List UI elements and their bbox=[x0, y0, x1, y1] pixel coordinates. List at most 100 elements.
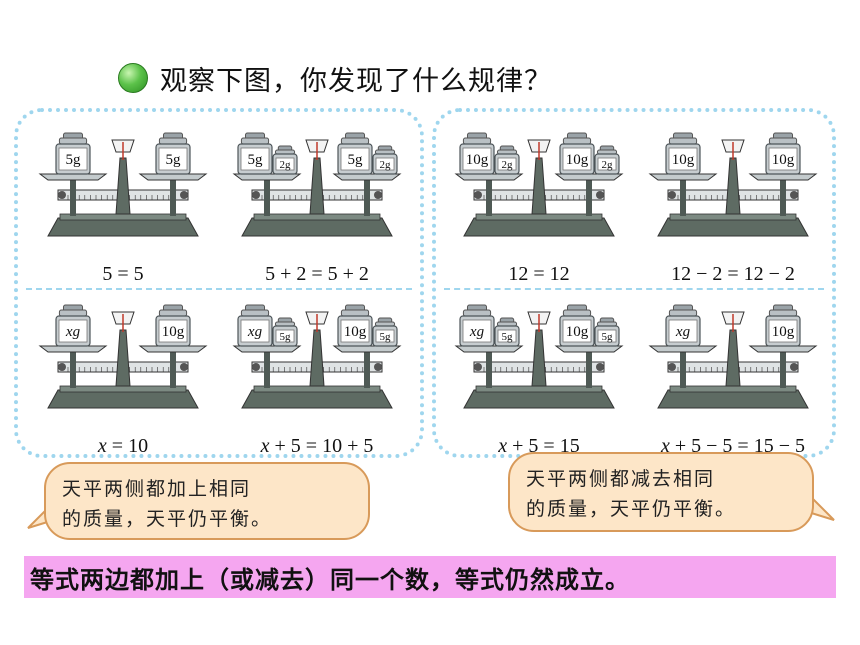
balance-scale-illustration: 10g 2g 10g 2g bbox=[454, 132, 624, 237]
weight-block: xg bbox=[237, 304, 273, 347]
scale-pan-left bbox=[232, 345, 302, 353]
weight-label: 2g bbox=[602, 159, 614, 171]
scale-base-top bbox=[475, 385, 603, 393]
bubble-line: 的质量，天平仍平衡。 bbox=[62, 508, 273, 530]
scale-post bbox=[586, 176, 592, 216]
scale-pan-right bbox=[748, 345, 818, 353]
scale-post bbox=[364, 348, 370, 388]
speech-bubble-right: 天平两侧都减去相同 的质量，天平仍平衡。 bbox=[508, 452, 814, 532]
scale-center-column bbox=[725, 157, 741, 215]
scale-post bbox=[170, 176, 176, 216]
scale-post bbox=[780, 348, 786, 388]
equation: x + 5 − 5 = 15 − 5 bbox=[660, 435, 805, 457]
balance-cell: xg 10g x = 10 bbox=[28, 290, 218, 460]
scale-pan-right bbox=[748, 173, 818, 181]
panel-divider bbox=[26, 288, 412, 290]
weight-block: 10g bbox=[559, 132, 595, 175]
title-row: 观察下图，你发现了什么规律？ bbox=[118, 56, 552, 100]
beam-knob bbox=[474, 191, 482, 199]
equation: 5 + 2 = 5 + 2 bbox=[265, 263, 369, 285]
beam-knob bbox=[790, 191, 798, 199]
weight-block: 5g bbox=[372, 317, 398, 347]
scale-pan-right bbox=[138, 173, 208, 181]
beam-knob bbox=[790, 363, 798, 371]
scale-post bbox=[680, 176, 686, 216]
bubble-line: 的质量，天平仍平衡。 bbox=[526, 498, 737, 520]
bubble-line: 天平两侧都减去相同 bbox=[526, 468, 716, 490]
weight-block: 5g bbox=[337, 132, 373, 175]
weight-block: 5g bbox=[594, 317, 620, 347]
weight-block: 5g bbox=[55, 132, 91, 175]
scale-base-top bbox=[669, 385, 797, 393]
scale-center-column bbox=[531, 157, 547, 215]
scale-pan-left bbox=[232, 173, 302, 181]
scale-pan-left bbox=[38, 173, 108, 181]
beam-knob bbox=[252, 191, 260, 199]
equation: x + 5 = 10 + 5 bbox=[260, 435, 374, 457]
beam-knob bbox=[180, 363, 188, 371]
beam-knob bbox=[58, 363, 66, 371]
beam-knob bbox=[374, 363, 382, 371]
weight-label: 5g bbox=[502, 331, 514, 343]
scale-center-column bbox=[309, 329, 325, 387]
scale-pan-left bbox=[38, 345, 108, 353]
scale-base bbox=[241, 217, 393, 237]
weight-label: xg bbox=[469, 324, 485, 340]
weight-block: 10g bbox=[765, 304, 801, 347]
beam-knob bbox=[596, 363, 604, 371]
equation: x = 10 bbox=[97, 435, 149, 457]
scale-base bbox=[463, 389, 615, 409]
weight-block: 5g bbox=[272, 317, 298, 347]
weight-block: 10g bbox=[155, 304, 191, 347]
speech-bubble-left: 天平两侧都加上相同 的质量，天平仍平衡。 bbox=[44, 462, 370, 540]
scale-post bbox=[586, 348, 592, 388]
scale-post bbox=[486, 348, 492, 388]
scale-post bbox=[680, 348, 686, 388]
weight-block: 10g bbox=[337, 304, 373, 347]
weight-block: xg bbox=[55, 304, 91, 347]
scale-center-column bbox=[309, 157, 325, 215]
weight-label: 2g bbox=[502, 159, 514, 171]
scale-post bbox=[780, 176, 786, 216]
beam-knob bbox=[596, 191, 604, 199]
scale-pan-left bbox=[454, 345, 524, 353]
scale-center-column bbox=[531, 329, 547, 387]
scale-post bbox=[170, 348, 176, 388]
balance-scale-illustration: xg 10g bbox=[38, 304, 208, 409]
weight-label: xg bbox=[65, 324, 81, 340]
weight-label: 10g bbox=[344, 324, 367, 340]
weight-block: 10g bbox=[459, 132, 495, 175]
beam-knob bbox=[668, 191, 676, 199]
scale-pan-left bbox=[648, 173, 718, 181]
scale-center-column bbox=[115, 157, 131, 215]
weight-label: 10g bbox=[772, 152, 795, 168]
weight-block: 5g bbox=[237, 132, 273, 175]
weight-block: 10g bbox=[559, 304, 595, 347]
weight-block: 2g bbox=[594, 145, 620, 175]
weight-block: 2g bbox=[494, 145, 520, 175]
scale-post bbox=[364, 176, 370, 216]
scale-base-top bbox=[59, 213, 187, 221]
weight-label: 5g bbox=[248, 152, 264, 168]
panel-divider bbox=[444, 288, 824, 290]
scale-post bbox=[486, 176, 492, 216]
scale-pan-right bbox=[138, 345, 208, 353]
scale-pan-left bbox=[648, 345, 718, 353]
weight-label: 10g bbox=[162, 324, 185, 340]
scale-base bbox=[47, 389, 199, 409]
scale-center-column bbox=[725, 329, 741, 387]
scale-post bbox=[264, 348, 270, 388]
weight-label: 5g bbox=[348, 152, 364, 168]
